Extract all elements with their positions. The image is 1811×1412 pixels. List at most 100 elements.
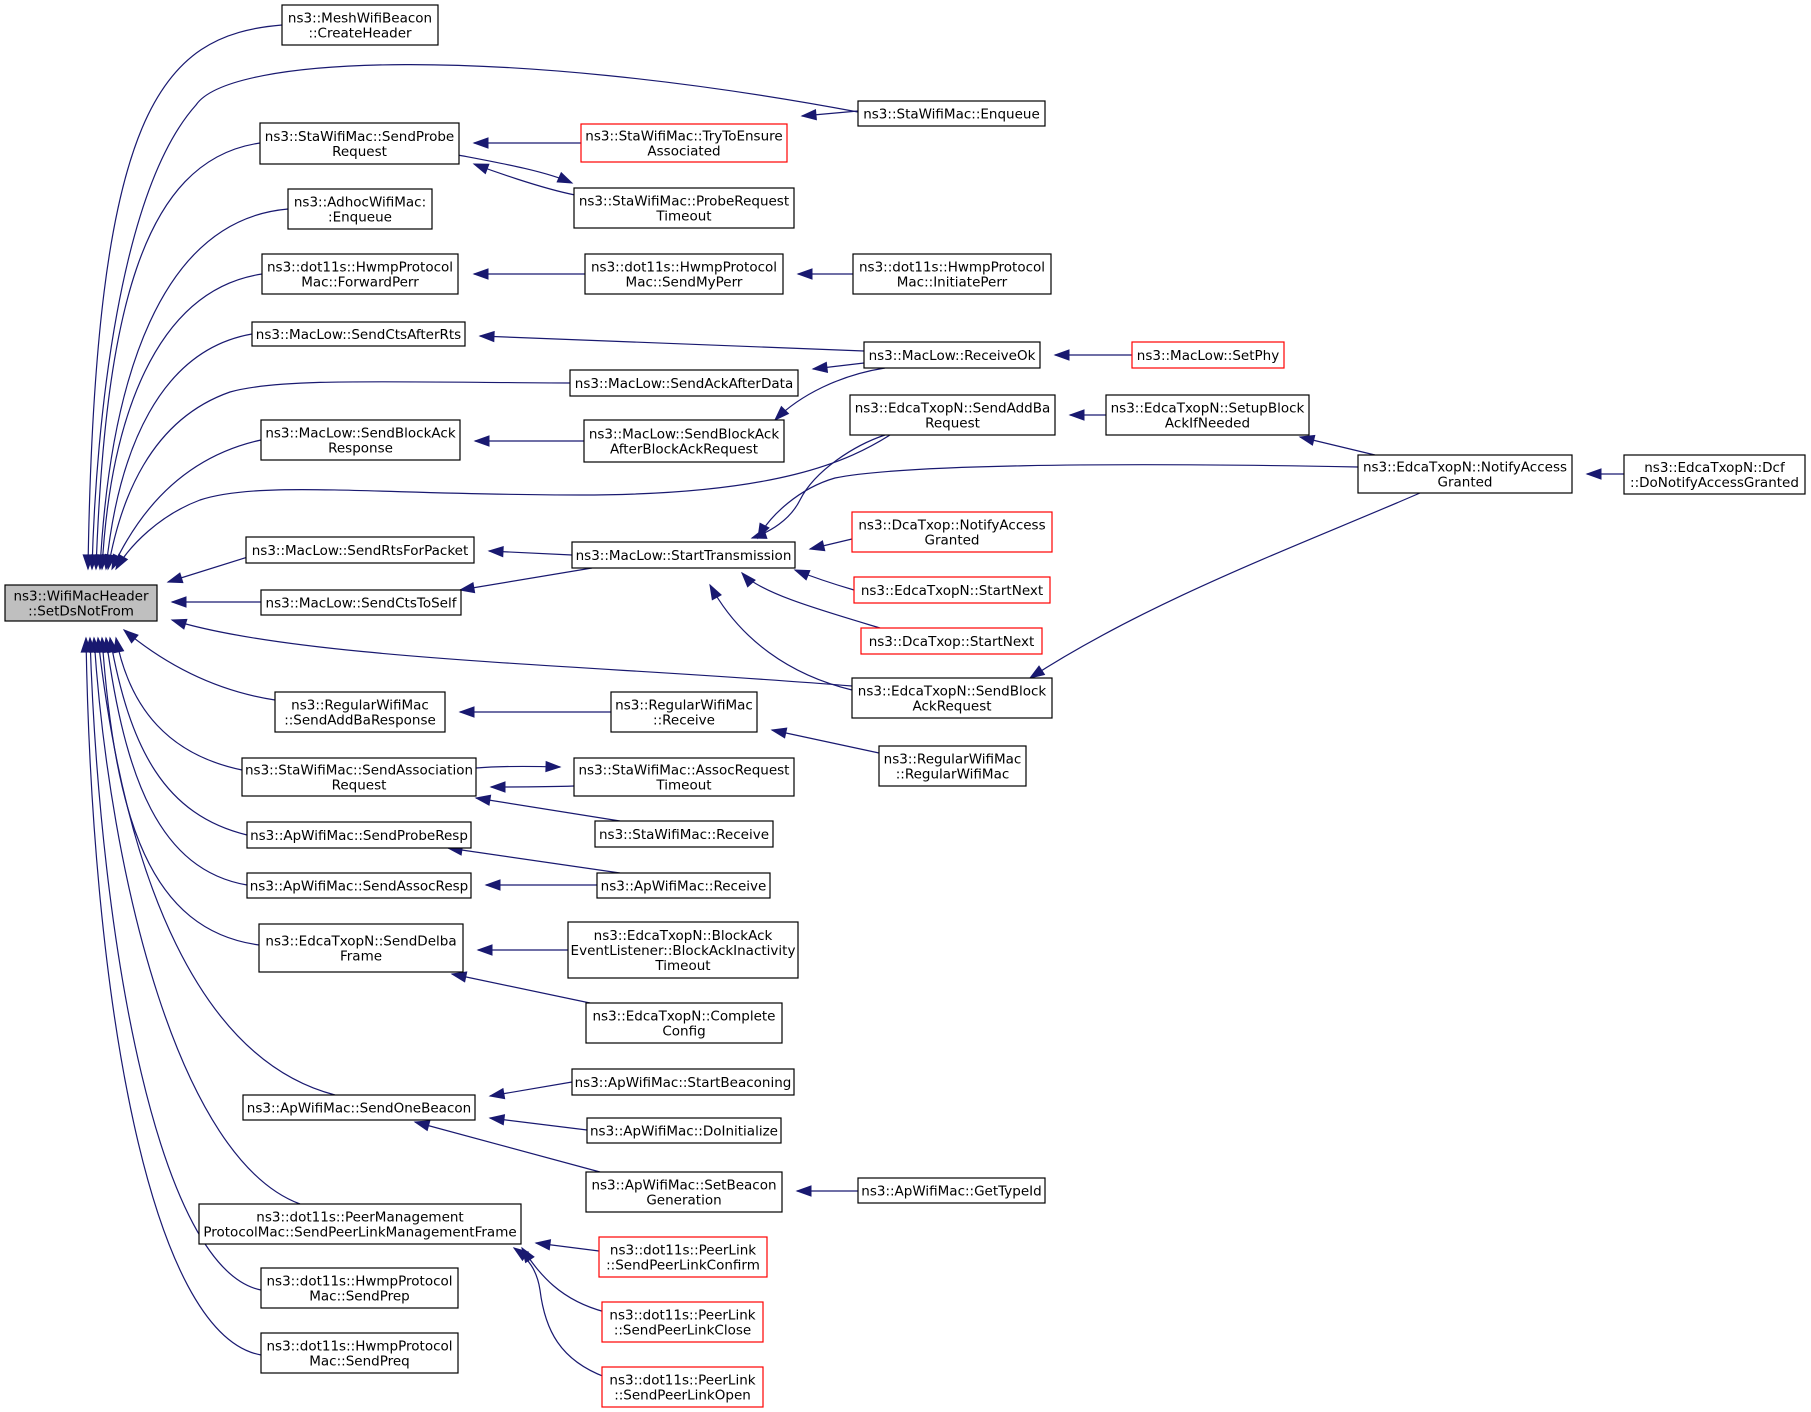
node-box[interactable] [863,341,1041,369]
node-box[interactable] [583,419,785,463]
node-reg-receive[interactable]: ns3::RegularWifiMac::Receive [610,691,758,733]
node-reg-sendaddbaresp[interactable]: ns3::RegularWifiMac::SendAddBaResponse [274,691,446,733]
node-box[interactable] [580,123,788,163]
node-box[interactable] [287,188,433,230]
node-box[interactable] [586,1117,782,1144]
node-box[interactable] [571,541,796,569]
node-maclow-sendctstoself[interactable]: ns3::MacLow::SendCtsToSelf [260,589,462,616]
node-box[interactable] [849,394,1056,436]
node-hwmp-forwardperr[interactable]: ns3::dot11s::HwmpProtocolMac::ForwardPer… [261,253,459,295]
node-box[interactable] [274,691,446,733]
node-box[interactable] [1105,394,1310,436]
node-box[interactable] [851,511,1053,553]
node-box[interactable] [251,321,466,347]
node-edca-blockacktimeout[interactable]: ns3::EdcaTxopN::BlockAckEventListener::B… [567,921,799,979]
node-box[interactable] [857,1177,1046,1204]
node-adhoc-enqueue[interactable]: ns3::AdhocWifiMac::Enqueue [287,188,433,230]
node-box[interactable] [246,821,472,849]
node-peerlink-close[interactable]: ns3::dot11s::PeerLink::SendPeerLinkClose [601,1301,764,1343]
node-sta-enqueue[interactable]: ns3::StaWifiMac::Enqueue [857,100,1046,127]
node-box[interactable] [585,1171,783,1213]
node-box[interactable] [198,1203,522,1245]
node-ap-startbeaconing[interactable]: ns3::ApWifiMac::StartBeaconing [571,1068,795,1096]
node-box[interactable] [860,627,1043,655]
node-box[interactable] [573,187,795,229]
node-ap-receive[interactable]: ns3::ApWifiMac::Receive [596,872,771,899]
node-box[interactable] [584,253,784,295]
node-maclow-receiveok[interactable]: ns3::MacLow::ReceiveOk [863,341,1041,369]
node-edca-dcf-donotify[interactable]: ns3::EdcaTxopN::Dcf::DoNotifyAccessGrant… [1623,454,1806,495]
node-box[interactable] [1131,341,1285,369]
node-dca-startnext[interactable]: ns3::DcaTxop::StartNext [860,627,1043,655]
node-box[interactable] [853,576,1051,604]
node-hwmp-initiateperr[interactable]: ns3::dot11s::HwmpProtocolMac::InitiatePe… [852,253,1052,295]
node-edca-notifyaccess[interactable]: ns3::EdcaTxopN::NotifyAccessGranted [1357,454,1573,494]
node-ap-sendonebeacon[interactable]: ns3::ApWifiMac::SendOneBeacon [242,1094,476,1121]
node-box[interactable] [258,923,464,973]
node-maclow-starttransmission[interactable]: ns3::MacLow::StartTransmission [571,541,796,569]
node-ap-gettypeid[interactable]: ns3::ApWifiMac::GetTypeId [857,1177,1046,1204]
node-box[interactable] [594,820,774,848]
node-box[interactable] [245,536,475,564]
node-peerlink-confirm[interactable]: ns3::dot11s::PeerLink::SendPeerLinkConfi… [598,1236,768,1278]
node-mwb-create[interactable]: ns3::MeshWifiBeacon::CreateHeader [281,4,439,46]
node-maclow-sendblockackafter[interactable]: ns3::MacLow::SendBlockAckAfterBlockAckRe… [583,419,785,463]
node-box[interactable] [241,757,477,797]
node-box[interactable] [596,872,771,899]
node-edca-startnext[interactable]: ns3::EdcaTxopN::StartNext [853,576,1051,604]
node-reg-ctor[interactable]: ns3::RegularWifiMac::RegularWifiMac [878,745,1027,787]
node-dca-notifyaccess[interactable]: ns3::DcaTxop::NotifyAccessGranted [851,511,1053,553]
node-ap-sendassocresp[interactable]: ns3::ApWifiMac::SendAssocResp [246,872,472,899]
node-maclow-sendctsafterrts[interactable]: ns3::MacLow::SendCtsAfterRts [251,321,466,347]
node-box[interactable] [260,1332,459,1374]
node-root[interactable]: ns3::WifiMacHeader::SetDsNotFrom [4,584,158,622]
node-maclow-sendackafterdata[interactable]: ns3::MacLow::SendAckAfterData [569,369,799,397]
node-box[interactable] [569,369,799,397]
node-ap-sendproberesp[interactable]: ns3::ApWifiMac::SendProbeResp [246,821,472,849]
node-box[interactable] [1357,454,1573,494]
node-box[interactable] [281,4,439,46]
node-peer-sendmgmt[interactable]: ns3::dot11s::PeerManagementProtocolMac::… [198,1203,522,1245]
node-sta-receive[interactable]: ns3::StaWifiMac::Receive [594,820,774,848]
node-box[interactable] [852,253,1052,295]
node-box[interactable] [4,584,158,622]
node-box[interactable] [851,677,1053,719]
node-maclow-setphy[interactable]: ns3::MacLow::SetPhy [1131,341,1285,369]
node-box[interactable] [260,589,462,616]
node-box[interactable] [261,253,459,295]
node-box[interactable] [857,100,1046,127]
node-box[interactable] [601,1301,764,1343]
node-ap-doinitialize[interactable]: ns3::ApWifiMac::DoInitialize [586,1117,782,1144]
node-box[interactable] [610,691,758,733]
node-box[interactable] [259,122,460,165]
node-box[interactable] [260,1267,459,1309]
node-box[interactable] [601,1366,764,1408]
node-box[interactable] [567,921,799,979]
node-box[interactable] [1623,454,1806,495]
node-box[interactable] [598,1236,768,1278]
node-box[interactable] [246,872,472,899]
node-peerlink-open[interactable]: ns3::dot11s::PeerLink::SendPeerLinkOpen [601,1366,764,1408]
node-box[interactable] [585,1002,783,1044]
node-box[interactable] [573,757,795,797]
node-maclow-sendrtsforpacket[interactable]: ns3::MacLow::SendRtsForPacket [245,536,475,564]
node-box[interactable] [571,1068,795,1096]
node-box[interactable] [878,745,1027,787]
node-box[interactable] [260,419,461,461]
node-box[interactable] [242,1094,476,1121]
